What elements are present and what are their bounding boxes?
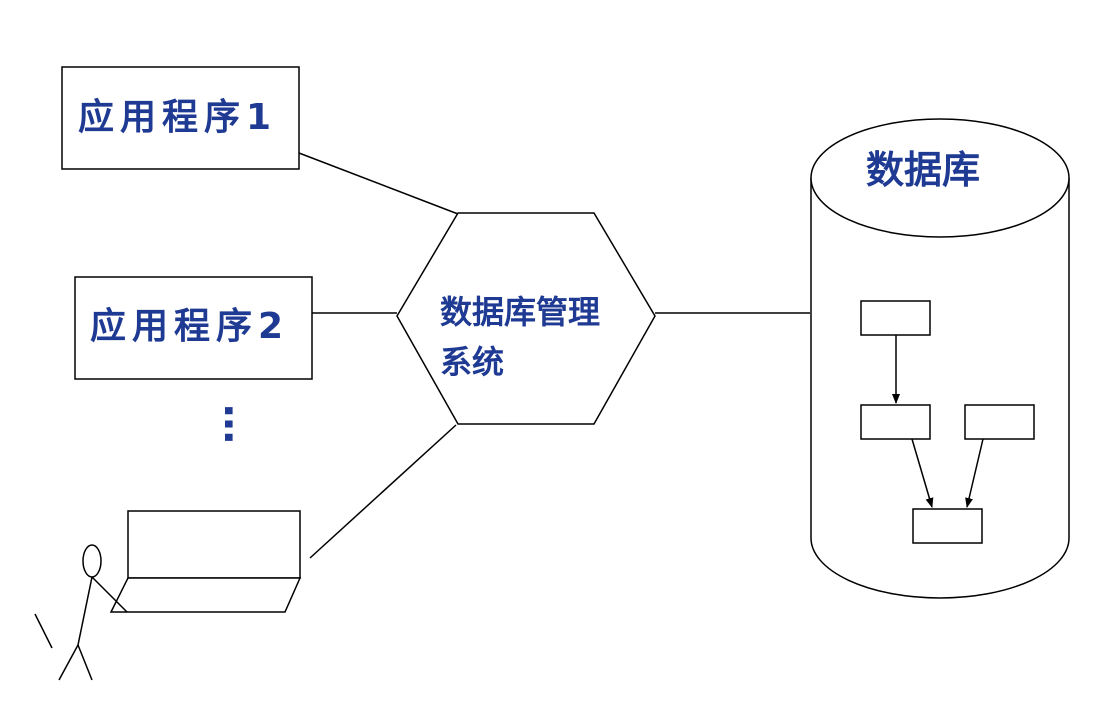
connector-user-dbms (309, 424, 457, 559)
db-inner-box-middle-left (860, 404, 931, 440)
db-arrow-right-to-bottom (965, 438, 984, 508)
ellipsis-more-apps: … (215, 404, 261, 444)
dbms-hexagon (396, 212, 656, 425)
user-figure-icon (34, 544, 128, 681)
app2-box (74, 276, 313, 380)
db-arrow-left-to-bottom (911, 438, 934, 508)
dbms-label: 数据库管理系统 (440, 293, 601, 381)
db-inner-box-bottom (912, 508, 983, 544)
db-inner-box-middle-right (964, 404, 1035, 440)
app1-box (61, 66, 300, 170)
app1-label: 应用程序1 (78, 97, 278, 138)
app2-label: 应用程序2 (90, 306, 290, 347)
database-cylinder (810, 118, 1070, 599)
database-label: 数据库 (866, 148, 981, 192)
terminal-icon (109, 510, 302, 613)
db-inner-box-top (860, 300, 931, 336)
connector-app1-dbms (298, 152, 459, 215)
